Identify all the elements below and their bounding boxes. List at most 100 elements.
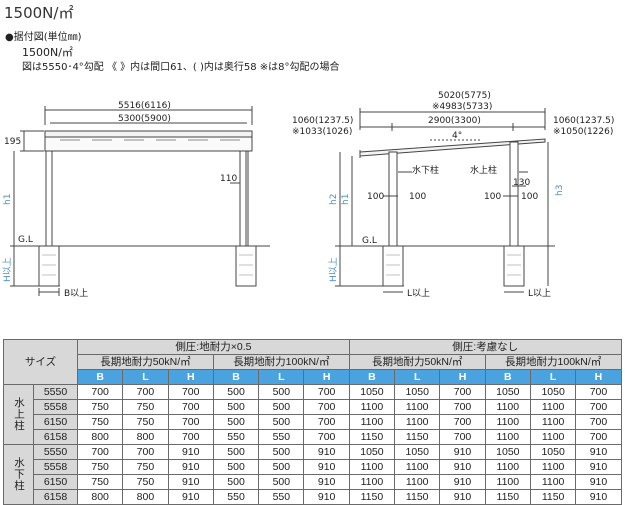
value-cell: 550 <box>258 429 305 445</box>
value-cell: 700 <box>122 444 169 460</box>
value-cell: 1050 <box>394 444 441 460</box>
front-post-width: 110 <box>220 174 237 184</box>
side-total-alt: ※4983(5733) <box>432 102 492 112</box>
column-letter-h: H <box>439 369 486 385</box>
value-cell: 1150 <box>348 489 396 505</box>
value-cell: 700 <box>303 414 350 430</box>
value-cell: 500 <box>258 459 305 475</box>
size-cell: 6158 <box>33 429 78 445</box>
value-cell: 700 <box>167 399 214 415</box>
value-cell: 800 <box>76 429 124 445</box>
value-cell: 1050 <box>484 384 531 400</box>
value-cell: 550 <box>258 489 305 505</box>
low-post-group-label: 水下柱 <box>3 444 34 505</box>
value-cell: 700 <box>439 399 486 415</box>
value-cell: 1100 <box>348 474 396 490</box>
value-cell: 1150 <box>529 489 577 505</box>
drawing-note: 図は5550･4°勾配 《 》内は間口61、( )内は奥行58 ※は8°勾配の場… <box>22 62 340 73</box>
value-cell: 500 <box>258 384 305 400</box>
front-gl-label: G.L <box>18 235 33 245</box>
side-center-dim: 2900(3300) <box>428 116 481 126</box>
side-high-post-label: 水上柱 <box>470 164 497 176</box>
value-cell: 1100 <box>529 429 577 445</box>
column-letter-b: B <box>484 369 531 385</box>
value-cell: 1050 <box>529 384 577 400</box>
value-cell: 500 <box>212 384 260 400</box>
column-letter-b: B <box>348 369 396 385</box>
value-cell: 750 <box>122 459 169 475</box>
value-cell: 910 <box>439 444 486 460</box>
value-cell: 700 <box>575 384 622 400</box>
value-cell: 1150 <box>394 429 441 445</box>
value-cell: 500 <box>258 444 305 460</box>
value-cell: 700 <box>303 384 350 400</box>
column-letter-h: H <box>303 369 350 385</box>
value-cell: 910 <box>167 489 214 505</box>
value-cell: 910 <box>303 474 350 490</box>
value-cell: 1100 <box>484 474 531 490</box>
value-cell: 500 <box>258 414 305 430</box>
value-cell: 1100 <box>348 414 396 430</box>
value-cell: 1100 <box>529 474 577 490</box>
side-low-post-label: 水下柱 <box>412 164 439 176</box>
size-cell: 5550 <box>33 384 78 400</box>
high-post-group-label: 水上柱 <box>3 384 34 445</box>
value-cell: 1100 <box>394 414 441 430</box>
value-cell: 1100 <box>394 474 441 490</box>
side-right-dim: 1060(1237.5) <box>553 116 614 126</box>
value-cell: 910 <box>167 474 214 490</box>
value-cell: 700 <box>575 399 622 415</box>
bearing-capacity-header: 長期地耐力50kN/㎡ <box>348 354 486 370</box>
size-cell: 5558 <box>33 459 78 475</box>
value-cell: 700 <box>167 429 214 445</box>
value-cell: 910 <box>167 459 214 475</box>
side-left-alt: ※1033(1026) <box>292 127 352 137</box>
bearing-capacity-header: 長期地耐力50kN/㎡ <box>77 354 214 370</box>
value-cell: 700 <box>303 399 350 415</box>
value-cell: 700 <box>76 444 124 460</box>
side-dim-100-rb: 100 <box>521 192 538 202</box>
value-cell: 1050 <box>529 444 577 460</box>
side-dim-100-lb: 100 <box>409 192 426 202</box>
value-cell: 550 <box>212 489 260 505</box>
value-cell: 700 <box>167 384 214 400</box>
size-cell: 6150 <box>33 474 78 490</box>
value-cell: 700 <box>439 384 486 400</box>
side-h3-label: h3 <box>555 185 565 196</box>
value-cell: 750 <box>122 414 169 430</box>
size-cell: 5550 <box>33 444 78 460</box>
value-cell: 800 <box>122 489 169 505</box>
value-cell: 500 <box>212 414 260 430</box>
front-top-dim: 5516(6116) <box>118 101 171 111</box>
value-cell: 500 <box>258 399 305 415</box>
group-header-no-pressure: 側圧:考慮なし <box>348 339 622 355</box>
side-total-dim: 5020(5775) <box>438 91 491 101</box>
value-cell: 1150 <box>484 489 531 505</box>
side-left-dim: 1060(1237.5) <box>292 116 353 126</box>
front-h1-label: h1 <box>3 194 13 205</box>
value-cell: 700 <box>167 414 214 430</box>
side-h2-label: h2 <box>329 194 339 205</box>
value-cell: 700 <box>303 429 350 445</box>
value-cell: 910 <box>167 444 214 460</box>
value-cell: 1100 <box>348 459 396 475</box>
value-cell: 800 <box>76 489 124 505</box>
value-cell: 700 <box>575 429 622 445</box>
value-cell: 500 <box>212 399 260 415</box>
value-cell: 750 <box>76 474 124 490</box>
value-cell: 800 <box>122 429 169 445</box>
group-header-side-pressure: 側圧:地耐力×0.5 <box>77 339 350 355</box>
column-letter-b: B <box>76 369 124 385</box>
side-dim-100-la: 100 <box>367 192 384 202</box>
value-cell: 1100 <box>484 414 531 430</box>
installation-drawing: 5516(6116) 5300(5900) 195 110 h1 G.L H以上… <box>2 91 614 299</box>
